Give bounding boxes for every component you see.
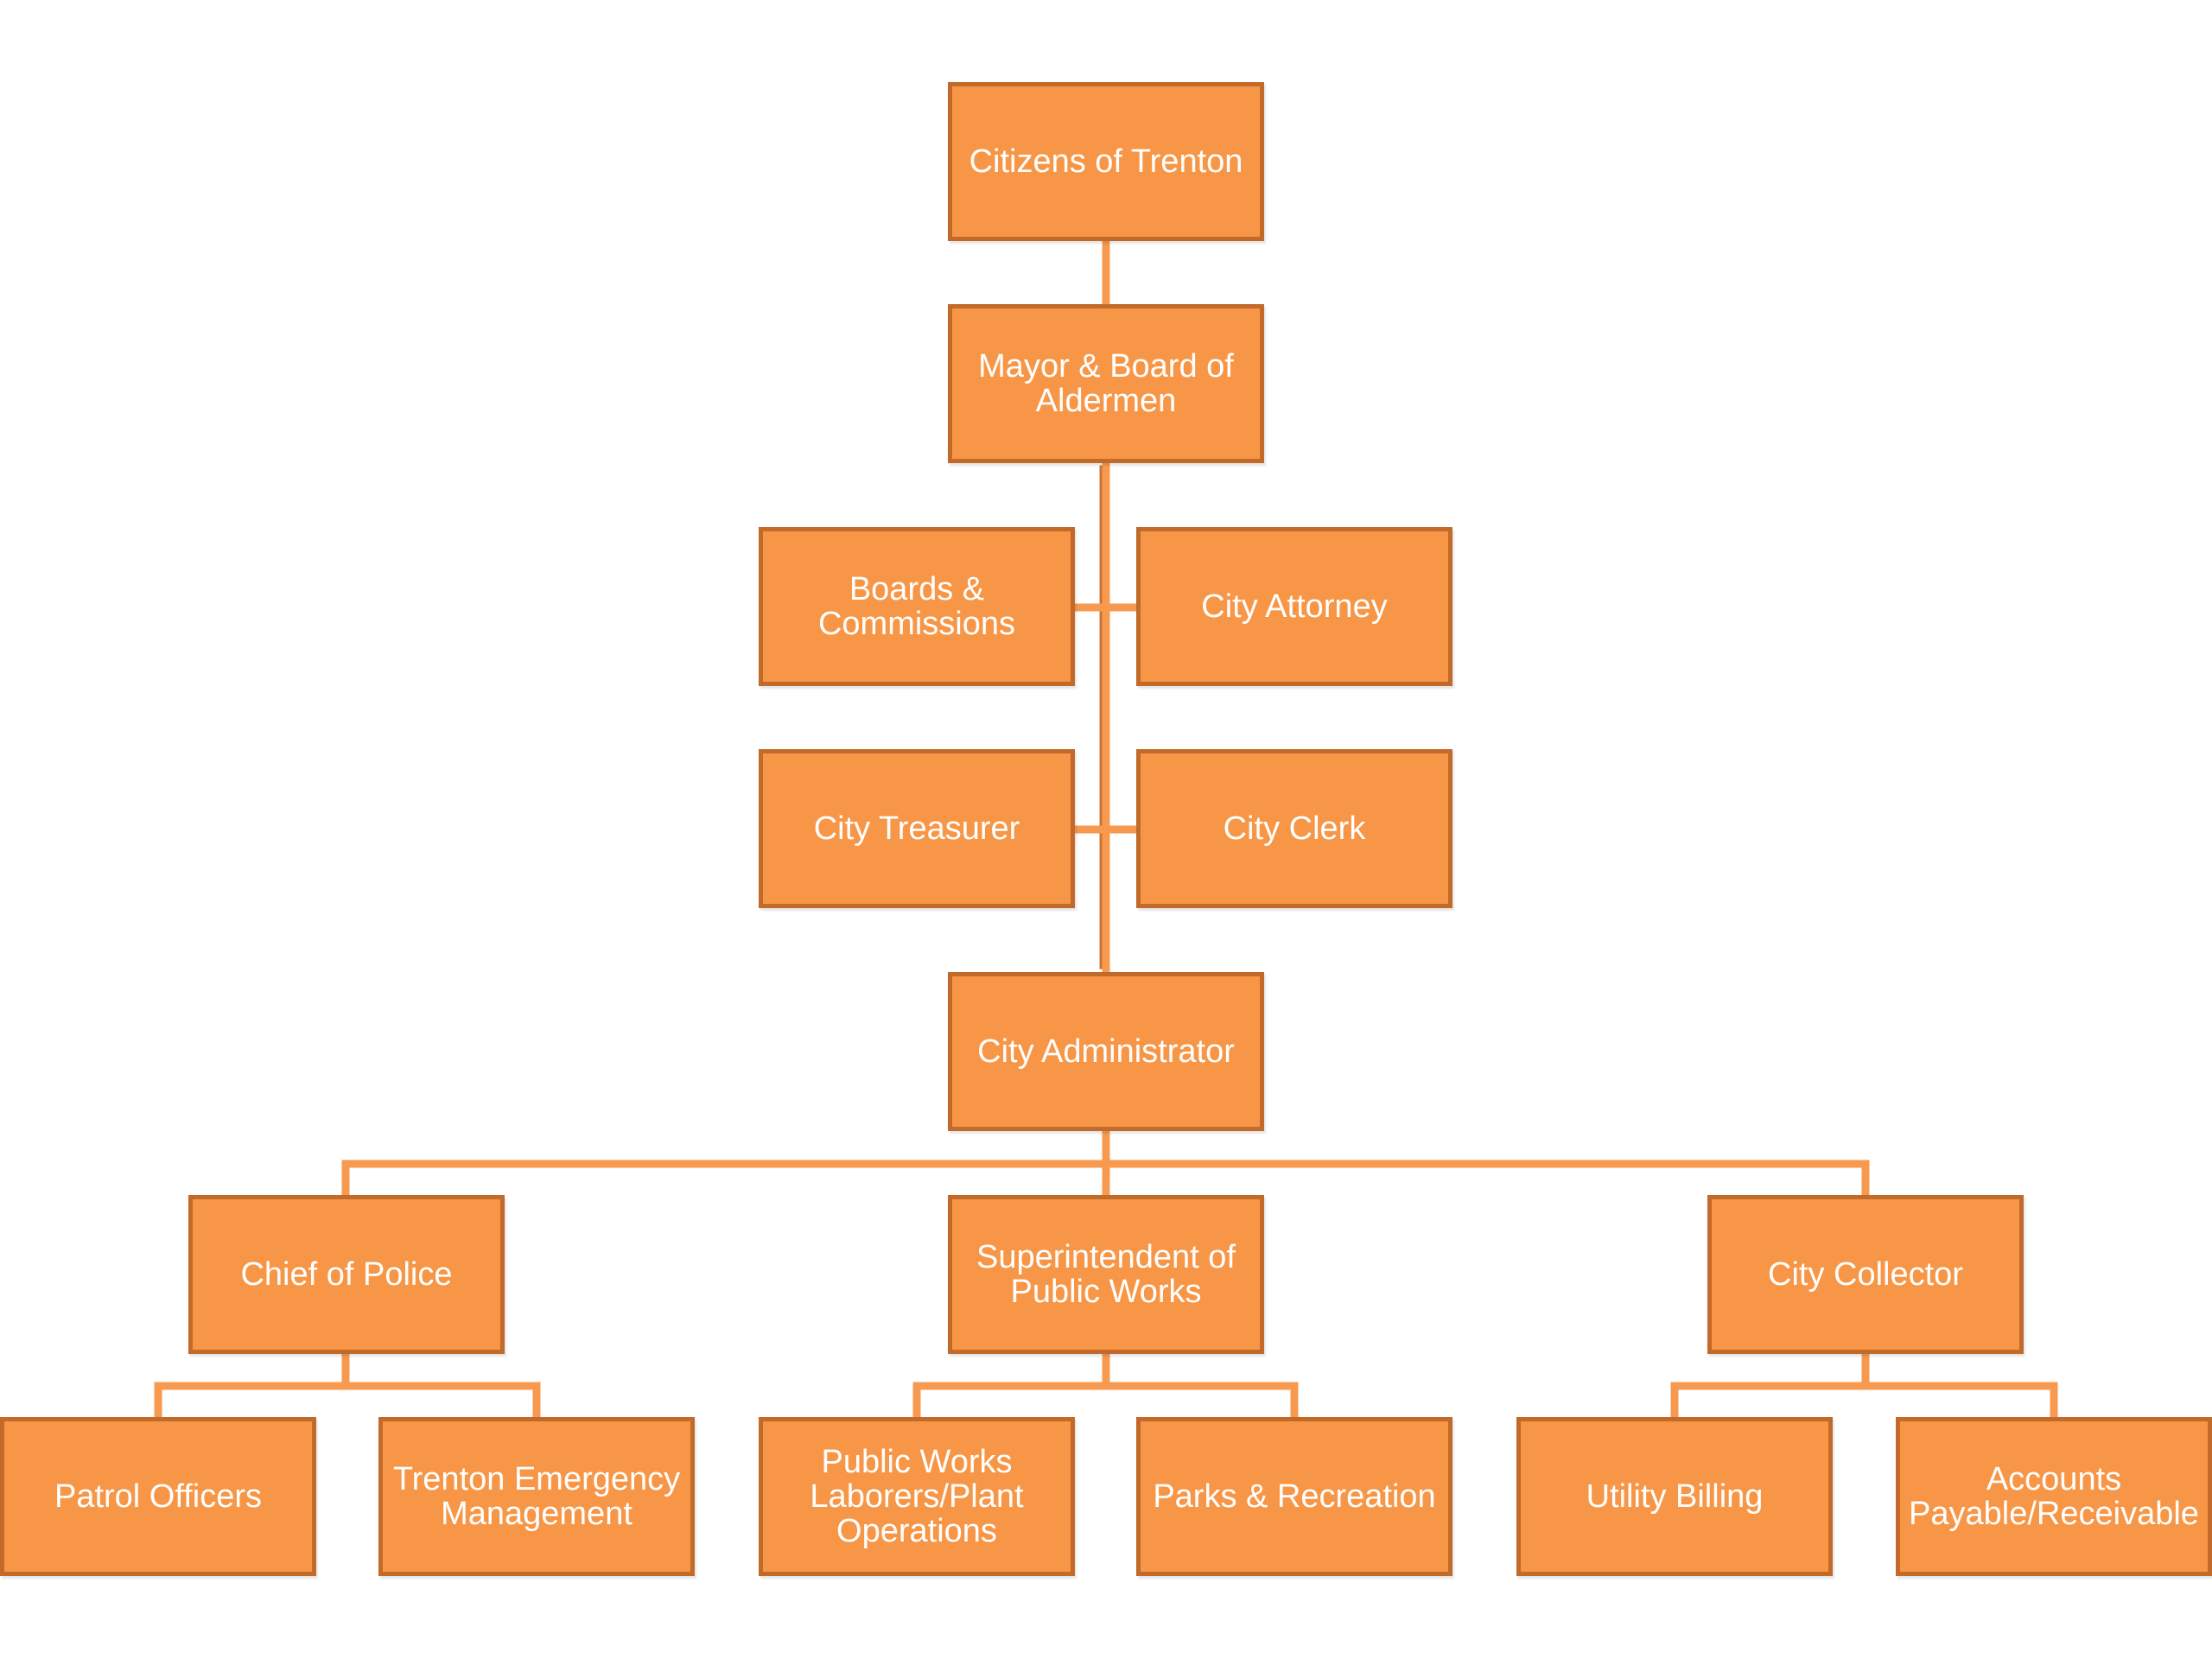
node-label: Chief of Police — [240, 1256, 453, 1293]
node-label: Parks & Recreation — [1153, 1478, 1436, 1515]
node-label: Accounts Payable/Receivable — [1909, 1461, 2199, 1532]
node-city-attorney: City Attorney — [1136, 527, 1452, 686]
node-utility-billing: Utility Billing — [1516, 1417, 1833, 1576]
node-label: Mayor & Board of Aldermen — [978, 348, 1234, 419]
node-city-collector: City Collector — [1707, 1195, 2024, 1354]
node-label: City Treasurer — [813, 810, 1020, 847]
node-city-clerk: City Clerk — [1136, 749, 1452, 908]
node-label: City Administrator — [977, 1033, 1235, 1070]
node-public-works-laborers: Public Works Laborers/Plant Operations — [759, 1417, 1075, 1576]
node-citizens-of-trenton: Citizens of Trenton — [948, 82, 1264, 241]
node-trenton-emergency-management: Trenton Emergency Management — [378, 1417, 695, 1576]
node-label: City Collector — [1768, 1256, 1963, 1293]
node-accounts-payable-receivable: Accounts Payable/Receivable — [1896, 1417, 2212, 1576]
node-city-administrator: City Administrator — [948, 972, 1264, 1131]
node-label: City Attorney — [1201, 588, 1388, 625]
node-patrol-officers: Patrol Officers — [0, 1417, 316, 1576]
node-label: Superintendent of Public Works — [976, 1239, 1236, 1310]
node-mayor-board-of-aldermen: Mayor & Board of Aldermen — [948, 304, 1264, 463]
node-chief-of-police: Chief of Police — [188, 1195, 505, 1354]
node-boards-commissions: Boards & Commissions — [759, 527, 1075, 686]
node-label: Citizens of Trenton — [969, 143, 1243, 180]
node-label: Utility Billing — [1586, 1478, 1764, 1515]
node-label: City Clerk — [1223, 810, 1366, 847]
node-city-treasurer: City Treasurer — [759, 749, 1075, 908]
node-label: Public Works Laborers/Plant Operations — [810, 1444, 1024, 1549]
node-superintendent-public-works: Superintendent of Public Works — [948, 1195, 1264, 1354]
node-label: Patrol Officers — [54, 1478, 263, 1515]
node-label: Boards & Commissions — [817, 571, 1016, 642]
node-parks-recreation: Parks & Recreation — [1136, 1417, 1452, 1576]
node-label: Trenton Emergency Management — [392, 1461, 681, 1532]
